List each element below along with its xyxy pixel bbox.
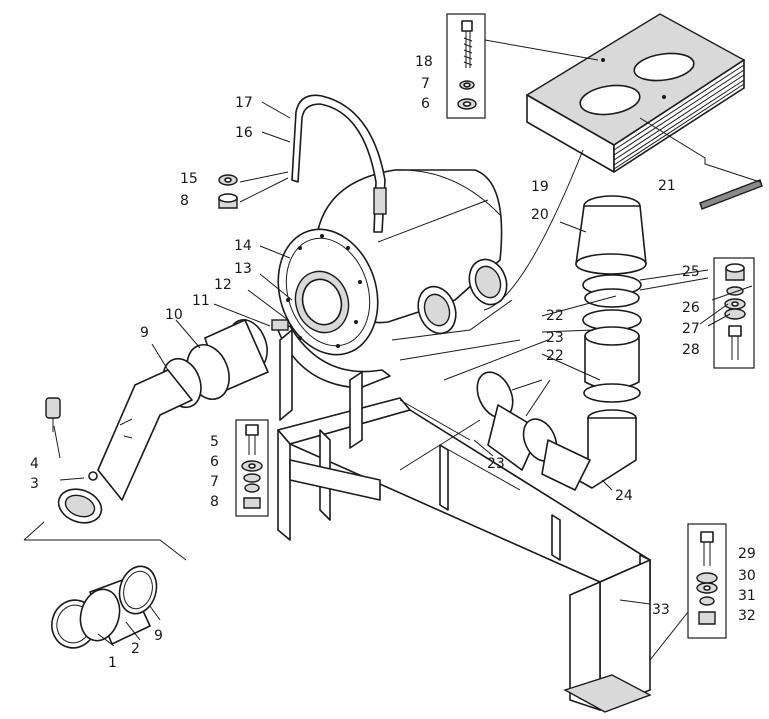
callout-17: 17 bbox=[235, 95, 253, 111]
callout-8: 8 bbox=[210, 494, 219, 510]
strap-fasteners bbox=[218, 174, 238, 209]
callout-26: 26 bbox=[682, 300, 700, 316]
callout-30: 30 bbox=[738, 568, 756, 584]
callout-14: 14 bbox=[234, 238, 252, 254]
callout-25: 25 bbox=[682, 264, 700, 280]
callout-20: 20 bbox=[531, 207, 549, 223]
callout-4: 4 bbox=[30, 456, 39, 472]
hardware-box-right bbox=[713, 257, 755, 369]
callout-9: 9 bbox=[140, 325, 149, 341]
callout-1: 1 bbox=[108, 655, 117, 671]
callout-11: 11 bbox=[192, 293, 210, 309]
callout-3: 3 bbox=[30, 476, 39, 492]
callout-28: 28 bbox=[682, 342, 700, 358]
hardware-box-top bbox=[446, 13, 486, 119]
callout-24: 24 bbox=[615, 488, 633, 504]
callout-12: 12 bbox=[214, 277, 232, 293]
callout-2: 2 bbox=[131, 641, 140, 657]
callout-6: 6 bbox=[210, 454, 219, 470]
callout-10: 10 bbox=[165, 307, 183, 323]
callout-27: 27 bbox=[682, 321, 700, 337]
callout-29: 29 bbox=[738, 546, 756, 562]
hardware-box-bottom-right bbox=[687, 523, 727, 639]
inlet-hose-assembly bbox=[97, 319, 269, 501]
callout-15: 15 bbox=[180, 171, 198, 187]
callout-22: 22 bbox=[546, 308, 564, 324]
air-filter-housing bbox=[277, 169, 508, 356]
indicator-4 bbox=[45, 397, 61, 432]
mid-hose-clamps bbox=[476, 371, 591, 491]
callout-18: 18 bbox=[415, 54, 433, 70]
callout-23-second: 23 bbox=[487, 456, 505, 472]
callout-7-top: 7 bbox=[421, 76, 430, 92]
inlet-pipe bbox=[57, 471, 103, 524]
hardware-box-left bbox=[235, 419, 269, 517]
callout-23: 23 bbox=[546, 330, 564, 346]
callout-31: 31 bbox=[738, 588, 756, 604]
leader-lines bbox=[23, 39, 761, 661]
shim-strip bbox=[699, 179, 763, 210]
callout-22-second: 22 bbox=[546, 348, 564, 364]
intake-clamps-stack bbox=[582, 274, 642, 403]
callout-32: 32 bbox=[738, 608, 756, 624]
callout-9-lower: 9 bbox=[154, 628, 163, 644]
callout-16: 16 bbox=[235, 125, 253, 141]
callout-13: 13 bbox=[234, 261, 252, 277]
callout-21: 21 bbox=[658, 178, 676, 194]
mounting-pad-stack bbox=[525, 13, 746, 173]
intake-cap bbox=[575, 195, 647, 275]
callout-8-strap: 8 bbox=[180, 193, 189, 209]
callout-19: 19 bbox=[531, 179, 549, 195]
callout-7: 7 bbox=[210, 474, 219, 490]
callout-labels: 1 2 3 4 5 6 7 8 9 10 11 12 13 14 15 16 1… bbox=[30, 54, 756, 671]
callout-5: 5 bbox=[210, 434, 219, 450]
callout-6-top: 6 bbox=[421, 96, 430, 112]
mounting-strap bbox=[291, 94, 387, 233]
lower-hose-set bbox=[51, 565, 158, 649]
callout-33: 33 bbox=[652, 602, 670, 618]
support-frame bbox=[277, 329, 652, 713]
